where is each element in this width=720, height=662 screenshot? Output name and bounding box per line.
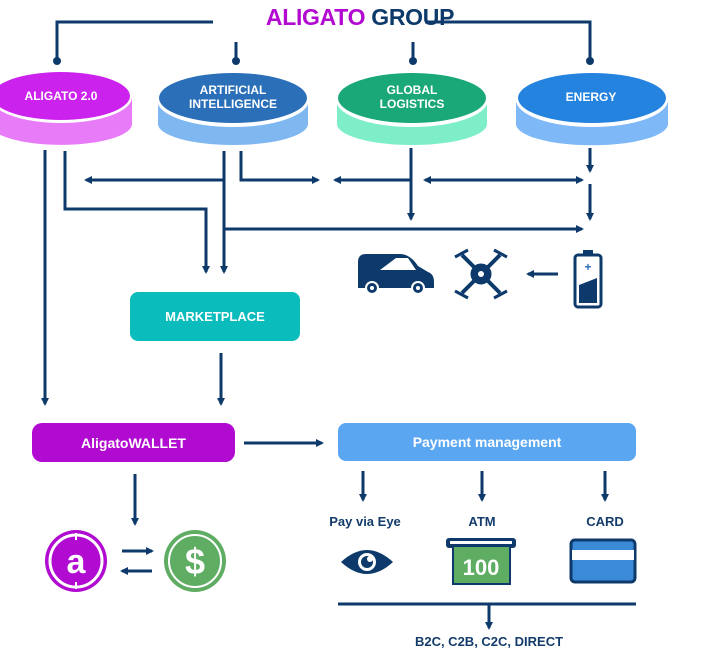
division-label-line: GLOBAL	[386, 83, 438, 97]
van-icon	[358, 254, 434, 295]
marketplace-box[interactable]: MARKETPLACE	[130, 292, 300, 341]
battery-icon: +	[573, 250, 603, 309]
drone-icon	[454, 248, 508, 300]
dollar-coin-icon: $	[164, 530, 226, 592]
header-connectors	[55, 20, 592, 58]
atm-value: 100	[463, 555, 500, 580]
eye-icon	[341, 550, 393, 574]
wallet-box[interactable]: AligatoWALLET	[32, 423, 235, 462]
transaction-types-label: B2C, C2B, C2C, DIRECT	[414, 634, 564, 649]
aligato-symbol: a	[67, 543, 87, 581]
division-disc-energy[interactable]	[516, 73, 668, 146]
payment-management-box[interactable]: Payment management	[338, 423, 636, 461]
aligato-coin-icon: a	[45, 530, 107, 592]
division-label-energy: ENERGY	[518, 90, 664, 104]
atm-label: ATM	[468, 514, 496, 529]
title-brand: ALIGATO	[265, 4, 366, 30]
division-disc-artificial-intelligence[interactable]	[157, 73, 309, 145]
division-label-line: INTELLIGENCE	[188, 97, 277, 111]
flow-connectors	[41, 148, 636, 630]
division-label-line: ENERGY	[565, 90, 617, 104]
card-icon	[569, 538, 637, 584]
division-label-artificial-intelligence: ARTIFICIAL INTELLIGENCE	[160, 83, 306, 111]
page-title: ALIGATO GROUP	[0, 4, 720, 31]
division-disc-global-logistics[interactable]	[336, 73, 488, 145]
atm-icon: 100	[446, 538, 516, 585]
division-label-line: LOGISTICS	[379, 97, 445, 111]
card-label: CARD	[586, 514, 624, 529]
division-label-global-logistics: GLOBAL LOGISTICS	[339, 83, 485, 111]
division-label-aligato-2: ALIGATO 2.0	[0, 89, 122, 103]
dollar-symbol: $	[185, 541, 205, 582]
title-group: GROUP	[371, 4, 455, 30]
svg-text:+: +	[584, 260, 591, 274]
division-label-line: ALIGATO 2.0	[24, 89, 98, 103]
connector-dots	[53, 57, 594, 65]
division-label-line: ARTIFICIAL	[199, 83, 267, 97]
division-disc-aligato-2[interactable]	[0, 71, 132, 145]
pay-via-eye-label: Pay via Eye	[329, 514, 401, 529]
